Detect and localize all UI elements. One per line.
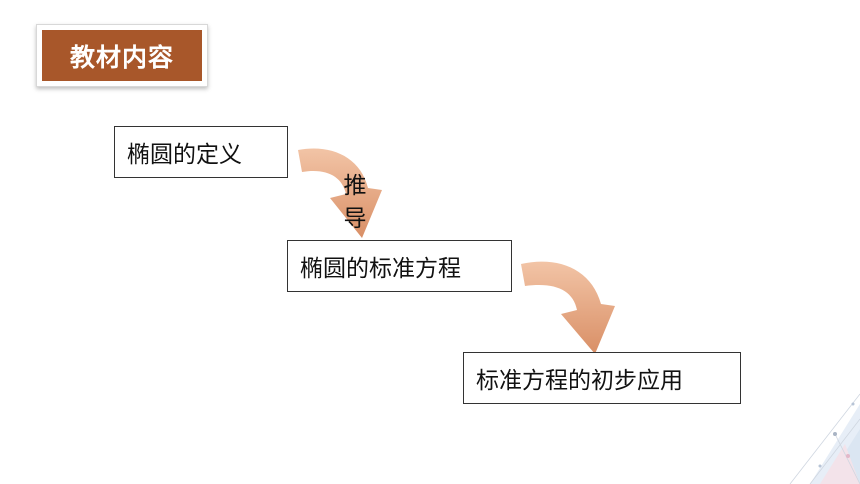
title-badge: 教材内容 <box>36 24 208 87</box>
flow-step-application-label: 标准方程的初步应用 <box>476 368 683 394</box>
flow-step-definition-label: 椭圆的定义 <box>127 142 242 168</box>
flow-step-definition: 椭圆的定义 <box>114 126 288 178</box>
flow-step-application: 标准方程的初步应用 <box>463 352 741 404</box>
decorative-polygon-art <box>789 393 860 484</box>
flow-step-standard-equation-label: 椭圆的标准方程 <box>300 256 461 282</box>
flow-step-standard-equation: 椭圆的标准方程 <box>287 240 512 292</box>
curved-arrow-2 <box>521 261 615 354</box>
connector-label-derive: 推导 <box>343 173 367 232</box>
curved-arrow-1 <box>298 148 382 238</box>
page-title: 教材内容 <box>42 30 202 81</box>
